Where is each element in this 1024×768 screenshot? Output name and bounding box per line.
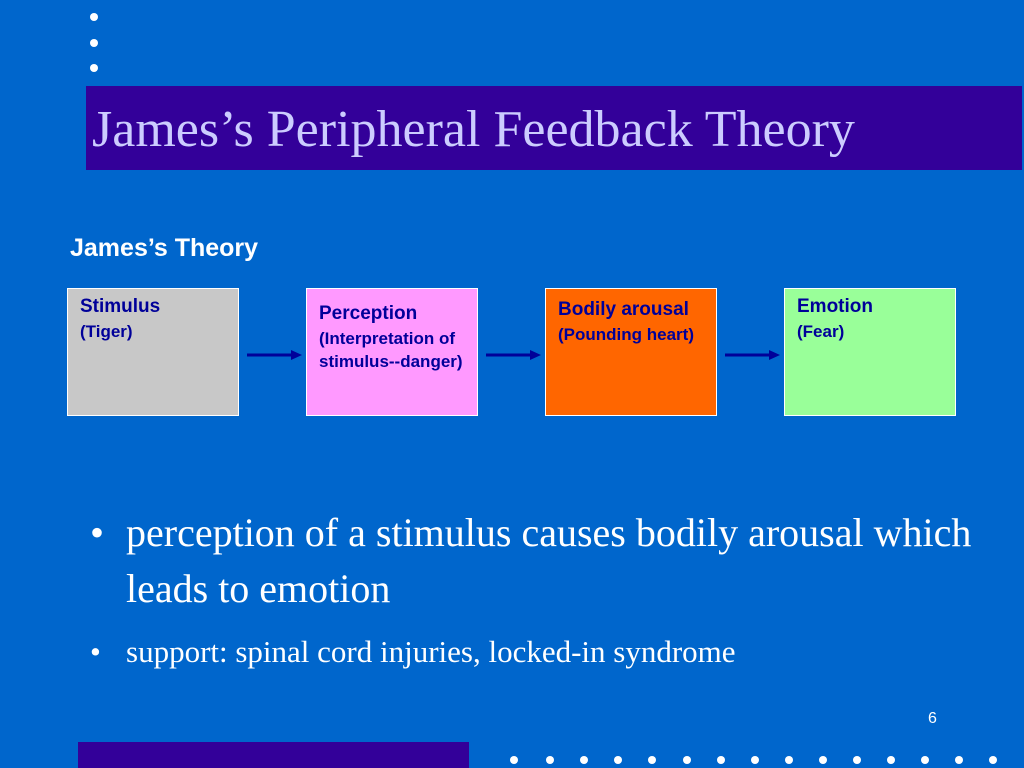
bullet-marker: • bbox=[90, 634, 101, 669]
decorative-dot bbox=[853, 756, 861, 764]
decorative-dot bbox=[90, 39, 98, 47]
box-detail: (Pounding heart) bbox=[558, 325, 694, 344]
page-number: 6 bbox=[928, 710, 937, 727]
decorative-dot bbox=[887, 756, 895, 764]
decorative-dot bbox=[989, 756, 997, 764]
slide-title: James’s Peripheral Feedback Theory bbox=[92, 101, 855, 158]
decorative-dot bbox=[580, 756, 588, 764]
emotion-box: Emotion (Fear) bbox=[784, 288, 956, 416]
decorative-dot bbox=[546, 756, 554, 764]
decorative-dot bbox=[648, 756, 656, 764]
bullet-text: perception of a stimulus causes bodily a… bbox=[126, 510, 972, 611]
decorative-dot bbox=[819, 756, 827, 764]
box-label: Perception bbox=[319, 303, 418, 324]
decorative-dot bbox=[90, 13, 98, 21]
arrow-right-icon bbox=[486, 350, 541, 360]
diagram-heading: James’s Theory bbox=[70, 234, 259, 262]
decorative-dot bbox=[717, 756, 725, 764]
bullet-point: • support: spinal cord injuries, locked-… bbox=[90, 632, 1006, 672]
bullet-text: support: spinal cord injuries, locked-in… bbox=[126, 634, 736, 669]
bodily-arousal-box: Bodily arousal (Pounding heart) bbox=[545, 288, 717, 416]
decorative-dot bbox=[955, 756, 963, 764]
footer-bar bbox=[78, 742, 469, 768]
box-detail: (Fear) bbox=[797, 322, 845, 341]
arrow-right-icon bbox=[247, 350, 302, 360]
box-label: Emotion bbox=[797, 296, 873, 317]
decorative-dot bbox=[921, 756, 929, 764]
decorative-dot bbox=[785, 756, 793, 764]
title-bar bbox=[86, 86, 1022, 170]
bullet-point: • perception of a stimulus causes bodily… bbox=[90, 505, 1006, 617]
stimulus-box: Stimulus (Tiger) bbox=[67, 288, 239, 416]
box-label: Bodily arousal bbox=[558, 299, 689, 320]
perception-box: Perception (Interpretation of stimulus--… bbox=[306, 288, 478, 416]
decorative-dot bbox=[90, 64, 98, 72]
bullet-marker: • bbox=[90, 510, 105, 555]
box-detail: (Interpretation of stimulus--danger) bbox=[319, 329, 463, 371]
decorative-dot bbox=[614, 756, 622, 764]
decorative-dot bbox=[683, 756, 691, 764]
decorative-dot bbox=[751, 756, 759, 764]
box-label: Stimulus bbox=[80, 296, 161, 317]
arrow-right-icon bbox=[725, 350, 780, 360]
decorative-dot bbox=[510, 756, 518, 764]
box-detail: (Tiger) bbox=[80, 322, 133, 341]
